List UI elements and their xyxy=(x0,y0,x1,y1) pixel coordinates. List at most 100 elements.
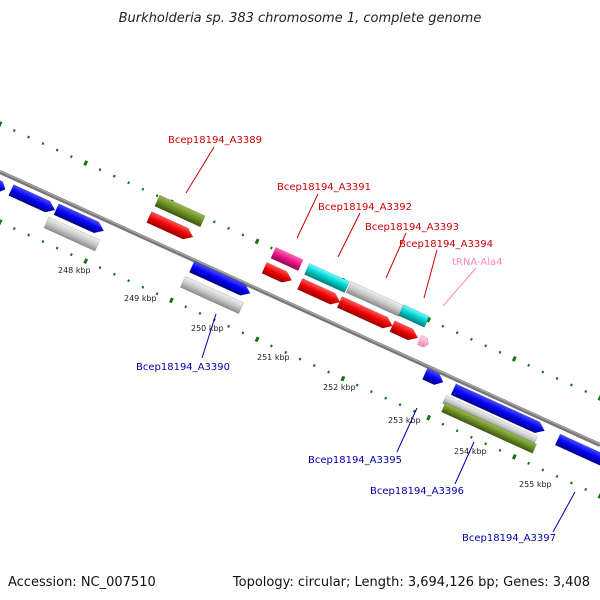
inner-tick-row-dot xyxy=(384,396,388,400)
inner-tick-row-dot xyxy=(498,448,502,452)
tick-label-248: 248 kbp xyxy=(58,266,91,275)
outer-tick-row-dot xyxy=(212,220,216,224)
outer-tick-row-dot xyxy=(555,376,559,380)
callout-a3389 xyxy=(185,146,215,194)
outer-tick-row-dot xyxy=(127,181,131,185)
inner-tick-row-dot xyxy=(184,305,188,309)
gene-label-a3392[interactable]: Bcep18194_A3392 xyxy=(318,202,412,213)
inner-tick-row-dot xyxy=(155,292,159,296)
outer-tick-row-dot xyxy=(597,395,600,401)
gene-a3396-blue[interactable] xyxy=(450,383,547,436)
gene-a3396-olive[interactable] xyxy=(441,402,537,454)
tick-label-251: 251 kbp xyxy=(257,353,290,362)
gene-label-a3397[interactable]: Bcep18194_A3397 xyxy=(462,533,556,544)
gene-a3395-blue[interactable] xyxy=(422,368,445,387)
gene-a3391-magenta[interactable] xyxy=(270,246,304,272)
callout-a3395 xyxy=(396,407,418,453)
gene-blue-c[interactable] xyxy=(189,260,252,298)
inner-tick-row-dot xyxy=(27,233,31,237)
genome-backbone-highlight xyxy=(0,170,600,445)
outer-tick-row-dot xyxy=(455,331,459,335)
inner-tick-row-dot xyxy=(555,474,559,478)
gene-label-a3391[interactable]: Bcep18194_A3391 xyxy=(277,182,371,193)
gene-label-a3395[interactable]: Bcep18194_A3395 xyxy=(308,455,402,466)
inner-tick-row-dot xyxy=(584,487,588,492)
outer-tick-row-dot xyxy=(98,168,102,172)
outer-tick-row-dot xyxy=(12,128,16,133)
inner-tick-row-dot xyxy=(527,461,531,465)
gene-a3393-gray[interactable] xyxy=(345,281,405,317)
inner-tick-row-dot xyxy=(83,258,89,264)
map-title: Burkholderia sp. 383 chromosome 1, compl… xyxy=(119,11,482,26)
gene-blue-a[interactable] xyxy=(8,184,58,216)
inner-tick-row-dot xyxy=(269,344,273,348)
tick-label-249: 249 kbp xyxy=(124,294,157,303)
callout-a3394 xyxy=(423,249,438,299)
outer-tick-row-dot xyxy=(441,324,445,328)
gene-label-a3394[interactable]: Bcep18194_A3394 xyxy=(399,239,493,250)
inner-tick-row-dot xyxy=(55,246,59,250)
gene-label-a3393[interactable]: Bcep18194_A3393 xyxy=(365,222,459,233)
outer-tick-row-dot xyxy=(469,337,473,341)
outer-tick-row-dot xyxy=(584,389,588,394)
inner-tick-row-dot xyxy=(98,266,102,270)
callout-a3391 xyxy=(296,193,319,239)
outer-tick-row-dot xyxy=(269,246,273,250)
gene-label-a3390[interactable]: Bcep18194_A3390 xyxy=(136,362,230,373)
outer-tick-row-dot xyxy=(55,148,59,152)
inner-tick-row-dot xyxy=(426,414,432,421)
inner-tick-row-dot xyxy=(455,429,459,433)
tick-label-254: 254 kbp xyxy=(454,447,487,456)
inner-tick-row-dot xyxy=(254,336,260,343)
genome-summary-text: Topology: circular; Length: 3,694,126 bp… xyxy=(232,575,590,590)
gene-a3391-red[interactable] xyxy=(261,261,294,285)
callout-a3397 xyxy=(552,491,576,533)
tick-label-250: 250 kbp xyxy=(191,324,224,333)
gene-a3394-cyan[interactable] xyxy=(398,304,430,328)
outer-tick-row-dot xyxy=(498,350,502,354)
outer-tick-row-dot xyxy=(83,160,89,166)
inner-tick-row-dot xyxy=(484,442,488,446)
inner-tick-row-dot xyxy=(127,279,131,283)
tick-label-255: 255 kbp xyxy=(519,480,552,489)
outer-tick-row-dot xyxy=(155,194,159,198)
gene-a3394-red[interactable] xyxy=(389,320,420,344)
outer-tick-row-dot xyxy=(141,187,145,191)
callout-a3396 xyxy=(454,441,475,485)
gene-a3392-cyan[interactable] xyxy=(304,263,350,293)
outer-tick-row-dot xyxy=(41,142,45,146)
gene-a3390-gray[interactable] xyxy=(180,275,244,315)
gene-a3389-red[interactable] xyxy=(146,211,196,243)
inner-tick-row-dot xyxy=(511,454,517,460)
gene-a3397-blue[interactable] xyxy=(554,433,600,470)
inner-tick-row-dot xyxy=(241,331,245,335)
gene-blue-edge[interactable] xyxy=(0,176,8,195)
gene-trna-pink[interactable] xyxy=(417,335,430,348)
gene-label-trna[interactable]: tRNA-Ala4 xyxy=(452,257,502,268)
inner-tick-row-dot xyxy=(597,493,600,499)
inner-tick-row-dot xyxy=(340,375,346,382)
gene-blue-b[interactable] xyxy=(53,203,106,236)
inner-tick-row-dot xyxy=(112,272,116,276)
gene-a3393-red[interactable] xyxy=(336,296,395,332)
gene-gray-a[interactable] xyxy=(43,216,101,252)
gene-a3389-olive[interactable] xyxy=(154,194,206,228)
genome-backbone-line xyxy=(0,170,600,447)
inner-tick-row-dot xyxy=(227,324,231,328)
outer-tick-row-dot xyxy=(0,121,3,127)
outer-tick-row-dot xyxy=(484,344,488,348)
inner-tick-row-dot xyxy=(12,226,16,231)
inner-tick-row-dot xyxy=(355,383,359,387)
outer-tick-row-dot xyxy=(227,226,231,230)
outer-tick-row-dot xyxy=(112,174,116,178)
gene-label-a3396[interactable]: Bcep18194_A3396 xyxy=(370,486,464,497)
outer-tick-row-dot xyxy=(527,363,531,367)
inner-tick-row-dot xyxy=(198,311,202,315)
inner-tick-row-dot xyxy=(41,240,45,244)
gene-a3392-red[interactable] xyxy=(297,278,342,307)
tick-label-252: 252 kbp xyxy=(323,383,356,392)
inner-tick-row-dot xyxy=(327,370,331,374)
inner-tick-row-dot xyxy=(168,297,174,304)
gene-label-a3389[interactable]: Bcep18194_A3389 xyxy=(168,135,262,146)
